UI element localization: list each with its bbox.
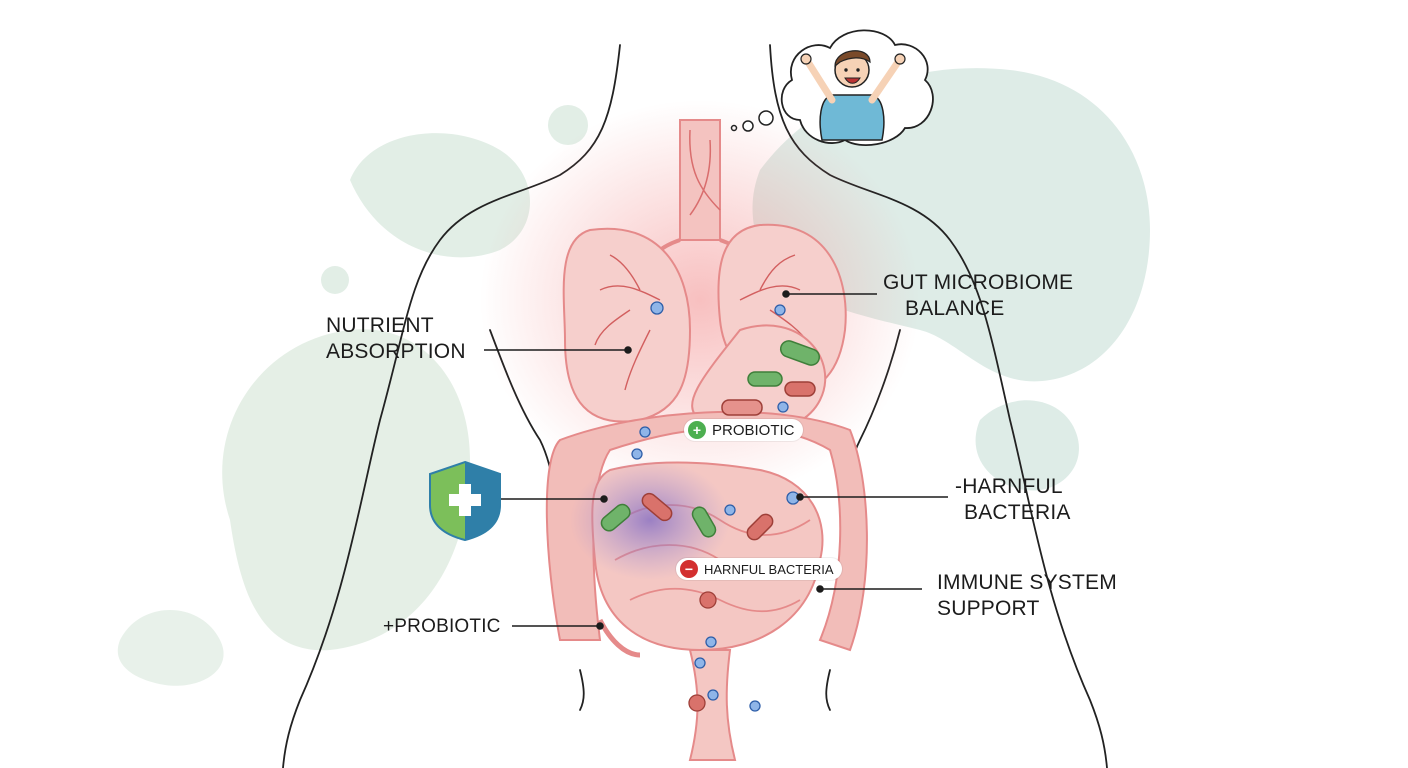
label-text: NUTRIENT [326, 314, 434, 337]
immune-glow [570, 460, 730, 580]
label-text: -HARNFUL [955, 475, 1063, 498]
label-immune-system-support: IMMUNE SYSTEM SUPPORT [937, 570, 1117, 622]
tag-text: PROBIOTIC [712, 421, 795, 439]
happy-child-icon [800, 50, 906, 141]
tag-harmful-bacteria: − HARNFUL BACTERIA [676, 558, 842, 580]
immune-cells [631, 301, 800, 712]
label-text: IMMUNE SYSTEM [937, 571, 1117, 594]
rectum [688, 649, 737, 761]
tag-text: HARNFUL BACTERIA [704, 561, 834, 577]
label-probiotic-plus: +PROBIOTIC [383, 616, 501, 637]
minus-circle-icon: − [680, 560, 698, 578]
label-text: ABSORPTION [326, 340, 466, 363]
label-gut-microbiome-balance: GUT MICROBIOME BALANCE [883, 270, 1073, 322]
label-text: SUPPORT [937, 597, 1040, 620]
label-text: BACTERIA [964, 501, 1071, 524]
label-nutrient-absorption: NUTRIENT ABSORPTION [326, 313, 466, 365]
leader-lines [484, 290, 948, 630]
bacteria [600, 340, 821, 712]
shield-plus-icon [429, 460, 501, 542]
tag-probiotic: + PROBIOTIC [684, 419, 803, 441]
label-text: BALANCE [905, 297, 1005, 320]
plus-circle-icon: + [688, 421, 706, 439]
label-text: GUT MICROBIOME [883, 271, 1074, 294]
label-harmful-bacteria: -HARNFUL BACTERIA [955, 474, 1071, 526]
